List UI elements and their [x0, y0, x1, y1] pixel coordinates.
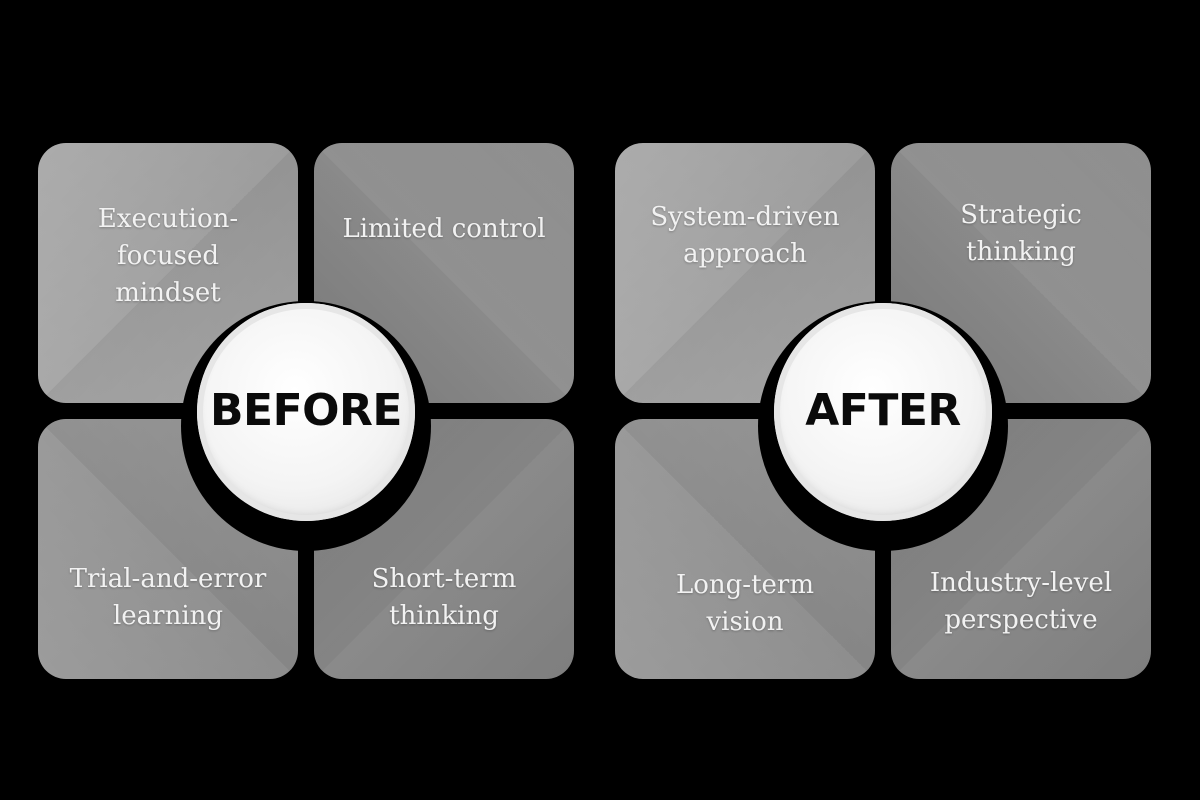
before-group: Execution-focused mindset Limited contro… — [38, 143, 574, 679]
before-hub: BEFORE — [197, 303, 415, 521]
before-tile-text: Execution-focused mindset — [97, 204, 239, 308]
before-label: BEFORE — [210, 385, 403, 436]
after-tile-text: Industry-level perspective — [929, 568, 1113, 635]
after-tile-text: Strategic thinking — [960, 200, 1082, 267]
after-group: System-driven approach Strategic thinkin… — [615, 143, 1151, 679]
before-tile-text: Short-term thinking — [371, 564, 517, 631]
after-label: AFTER — [805, 385, 961, 436]
before-tile-text: Limited control — [342, 214, 546, 244]
after-tile-bottom-left: Long-term vision — [615, 419, 875, 679]
after-hub: AFTER — [774, 303, 992, 521]
after-tile-text: Long-term vision — [675, 570, 814, 637]
before-tile-top-left: Execution-focused mindset — [38, 143, 298, 403]
before-tile-text: Trial-and-error learning — [69, 564, 267, 631]
after-tile-text: System-driven approach — [650, 202, 840, 269]
